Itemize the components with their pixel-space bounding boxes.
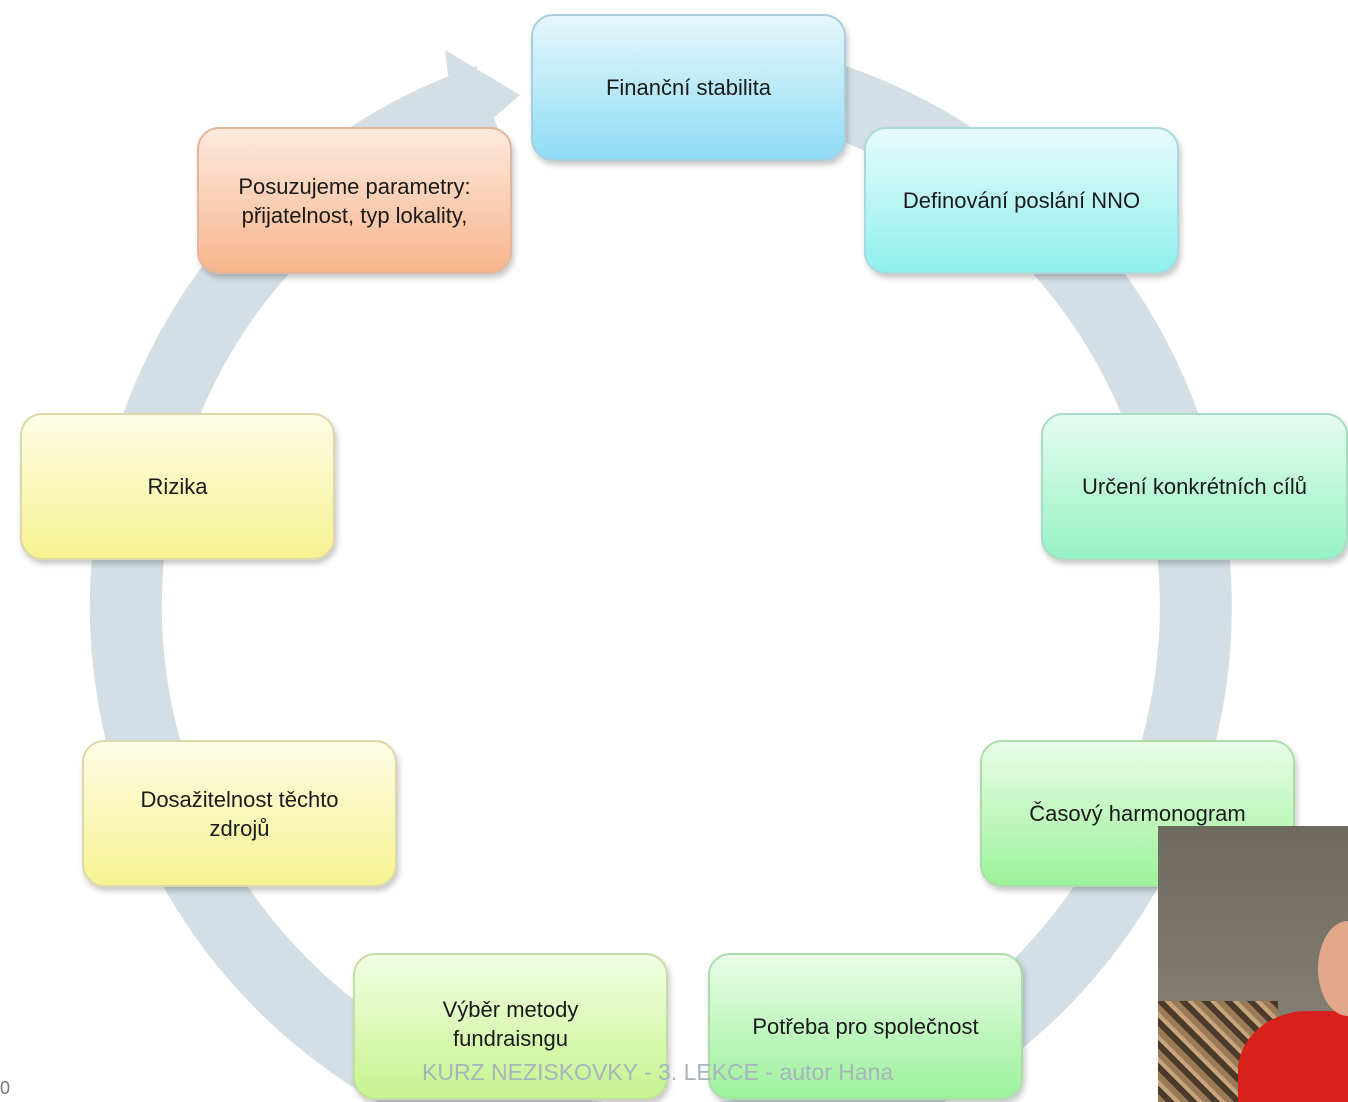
cycle-step-label: Definování poslání NNO xyxy=(902,188,1141,213)
cycle-step-rizika: Rizika xyxy=(20,413,335,560)
cycle-step-urceni-cilu: Určení konkrétních cílů xyxy=(1041,413,1348,560)
cycle-step-label: Výběr metody fundraisngu xyxy=(442,997,579,1051)
webcam-background xyxy=(1158,826,1348,1026)
cycle-step-vyber-metody: Výběr metody fundraisngu xyxy=(353,953,668,1100)
cycle-step-posuzujeme-parametry: Posuzujeme parametry: přijatelnost, typ … xyxy=(197,127,512,274)
page-marker: 0 xyxy=(0,1078,11,1098)
cycle-step-label: Finanční stabilita xyxy=(605,75,772,100)
cycle-step-label: Rizika xyxy=(147,474,208,499)
footer-text: KURZ NEZISKOVKY - 3. LEKCE - autor Hana xyxy=(422,1059,894,1085)
cycle-step-label: Dosažitelnost těchto zdrojů xyxy=(140,786,339,841)
cycle-step-dosazitelnost-zdroju: Dosažitelnost těchto zdrojů xyxy=(82,740,397,887)
cycle-step-label: Časový harmonogram xyxy=(1029,801,1246,826)
cycle-step-financni-stabilita: Finanční stabilita xyxy=(531,14,846,161)
cycle-step-label: Posuzujeme parametry: přijatelnost, typ … xyxy=(238,173,471,228)
cycle-step-label: Určení konkrétních cílů xyxy=(1082,474,1307,499)
cycle-step-definovani-poslani: Definování poslání NNO xyxy=(864,127,1179,274)
cycle-step-label: Potřeba pro společnost xyxy=(752,1014,979,1039)
webcam-overlay xyxy=(1158,826,1348,1102)
cycle-step-potreba-pro-spolecnost: Potřeba pro společnost xyxy=(708,953,1023,1100)
